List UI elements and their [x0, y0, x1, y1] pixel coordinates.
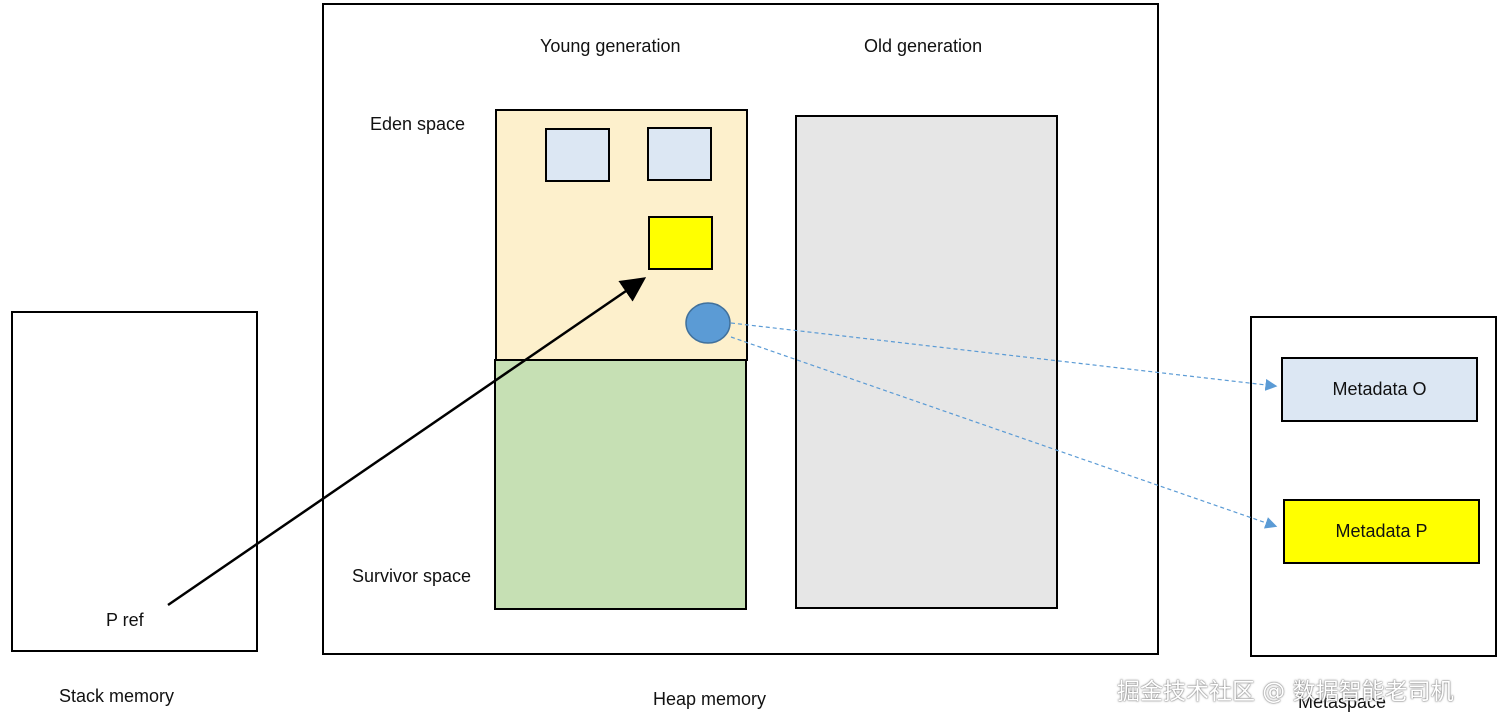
object-blue-2	[647, 127, 712, 181]
heap-memory-box	[322, 3, 1159, 655]
metaspace-box	[1250, 316, 1497, 657]
metadata-p-box	[1283, 499, 1480, 564]
heap-memory-label: Heap memory	[653, 689, 767, 709]
metaspace-label: Metaspace	[1298, 692, 1387, 712]
stack-memory-label: Stack memory	[59, 686, 175, 706]
survivor-space-label: Survivor space	[352, 566, 472, 586]
old-generation-box	[795, 115, 1058, 609]
metadata-p-label: Metadata P	[1335, 521, 1428, 541]
survivor-space-box	[494, 359, 747, 610]
metadata-o-label: Metadata O	[1332, 379, 1427, 399]
p-ref-arrow	[167, 277, 647, 607]
object-p-yellow	[648, 216, 713, 270]
old-generation-label: Old generation	[864, 36, 983, 56]
dashed-arrow-to-metadata-p	[730, 336, 1278, 529]
metadata-o-box	[1281, 357, 1478, 422]
stack-memory-box	[11, 311, 258, 652]
class-object-circle	[685, 302, 731, 344]
young-generation-label: Young generation	[540, 36, 681, 56]
object-blue-1	[545, 128, 610, 182]
eden-space-label: Eden space	[370, 114, 466, 134]
watermark-text: 掘金技术社区 @ 数据智能老司机	[1117, 679, 1454, 705]
p-ref-label: P ref	[106, 610, 144, 630]
dashed-arrow-to-metadata-o	[730, 322, 1278, 391]
